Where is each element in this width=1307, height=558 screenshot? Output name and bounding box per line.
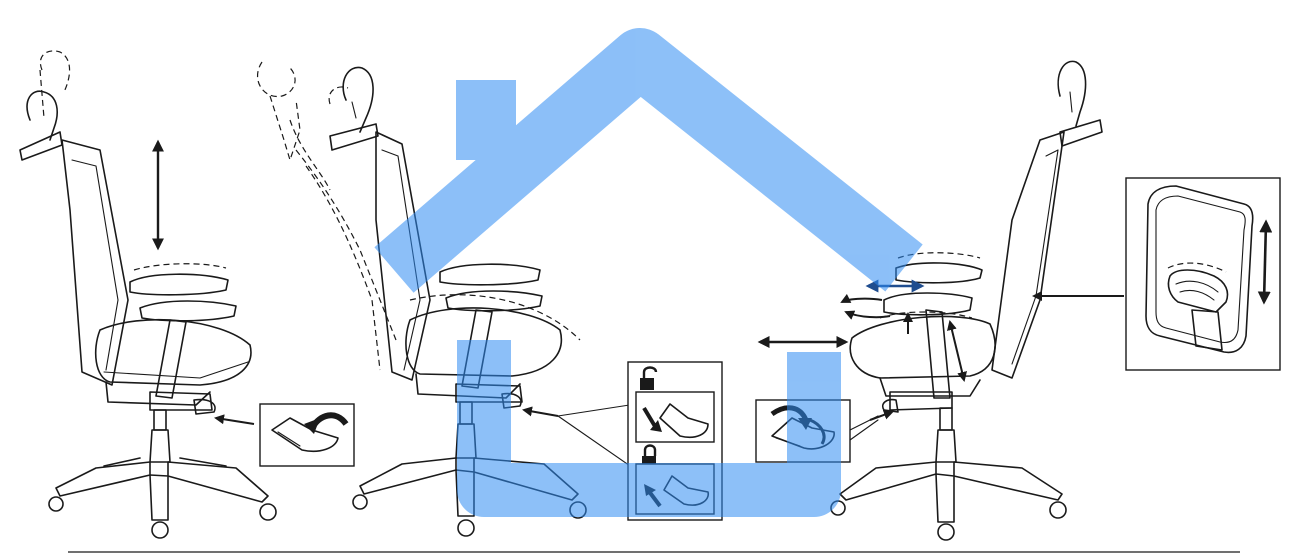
lever-lift-icon xyxy=(259,403,355,467)
lumbar-up-down-icon xyxy=(1257,219,1273,305)
chair-left xyxy=(19,50,355,539)
chair-right xyxy=(830,60,1124,541)
house-icon xyxy=(374,28,923,517)
unlock-icon xyxy=(640,366,658,390)
lumbar-detail-panel xyxy=(1125,177,1281,371)
